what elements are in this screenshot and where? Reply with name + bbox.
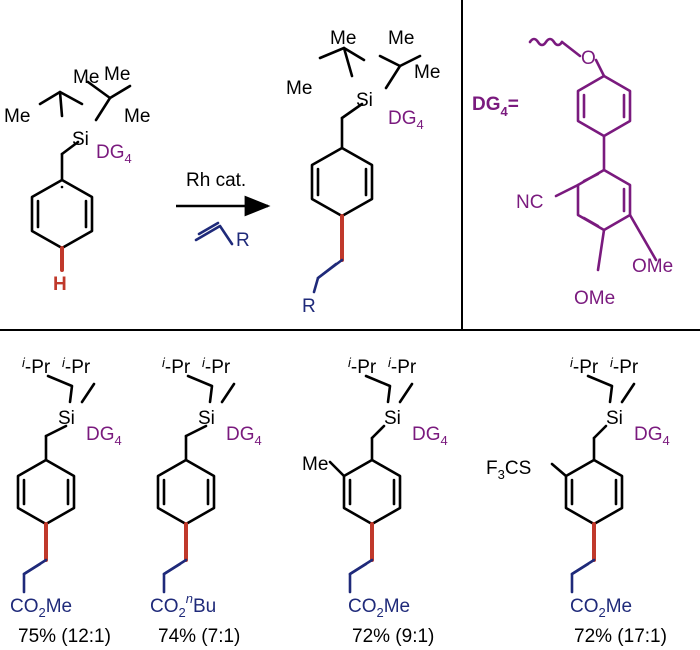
example-3-yield: 72% (9:1)	[352, 626, 434, 647]
example-3-ortho-substituent: Me	[302, 454, 328, 475]
example-4-ortho-substituent: F3CS	[486, 458, 531, 482]
example-2-ipr-1: i-Pr	[162, 355, 191, 378]
example-3-ester: CO2Me	[348, 596, 410, 620]
dg-nitrile: NC	[516, 192, 543, 213]
product-si: Si	[356, 90, 373, 111]
example-2-dg: DG4	[226, 424, 262, 448]
example-1-si: Si	[58, 408, 75, 429]
substrate-si: Si	[72, 129, 89, 150]
dg-ome-2: OMe	[574, 288, 615, 309]
product-me-1: Me	[330, 28, 356, 49]
substrate-h: H	[53, 274, 67, 295]
catalyst-label: Rh cat.	[186, 170, 246, 191]
example-3-si: Si	[384, 408, 401, 429]
example-4-dg: DG4	[634, 424, 670, 448]
alkene-reagent	[194, 221, 234, 246]
example-2-ipr-2: i-Pr	[202, 355, 231, 378]
example-2	[156, 374, 236, 594]
example-1-ester: CO2Me	[10, 596, 72, 620]
example-2-yield: 74% (7:1)	[158, 626, 240, 647]
product-me-2: Me	[388, 28, 414, 49]
example-4-ipr-1: i-Pr	[570, 355, 599, 378]
example-1-yield: 75% (12:1)	[18, 626, 111, 647]
example-2-ester: CO2nBu	[150, 591, 216, 620]
product-me-4: Me	[414, 62, 440, 83]
substrate-me-1: Me	[73, 67, 99, 88]
example-1-ipr-1: i-Pr	[22, 355, 51, 378]
substrate-me-2: Me	[104, 64, 130, 85]
example-3-dg: DG4	[412, 424, 448, 448]
dg-structure	[528, 37, 658, 272]
example-1	[16, 374, 96, 594]
example-3-ipr-1: i-Pr	[348, 355, 377, 378]
substrate-me-3: Me	[4, 106, 30, 127]
example-4-ester: CO2Me	[570, 596, 632, 620]
example-4-ipr-2: i-Pr	[610, 355, 639, 378]
substrate-structure	[30, 80, 132, 272]
example-3-ipr-2: i-Pr	[388, 355, 417, 378]
example-1-dg: DG4	[86, 424, 122, 448]
example-1-ipr-2: i-Pr	[62, 355, 91, 378]
dg-ome-1: OMe	[632, 256, 673, 277]
product-me-3: Me	[286, 78, 312, 99]
example-4-yield: 72% (17:1)	[574, 626, 667, 647]
example-2-si: Si	[198, 408, 215, 429]
product-dg: DG4	[388, 108, 424, 132]
alkene-r: R	[236, 230, 250, 251]
example-4-si: Si	[606, 408, 623, 429]
dg-oxygen: O	[581, 48, 596, 69]
dg-panel-label: DG4=	[472, 94, 519, 119]
substrate-dg: DG4	[96, 142, 132, 166]
product-structure	[310, 46, 422, 294]
example-3	[328, 374, 414, 594]
example-4	[550, 374, 636, 594]
substrate-me-4: Me	[124, 106, 150, 127]
product-r: R	[302, 296, 316, 317]
